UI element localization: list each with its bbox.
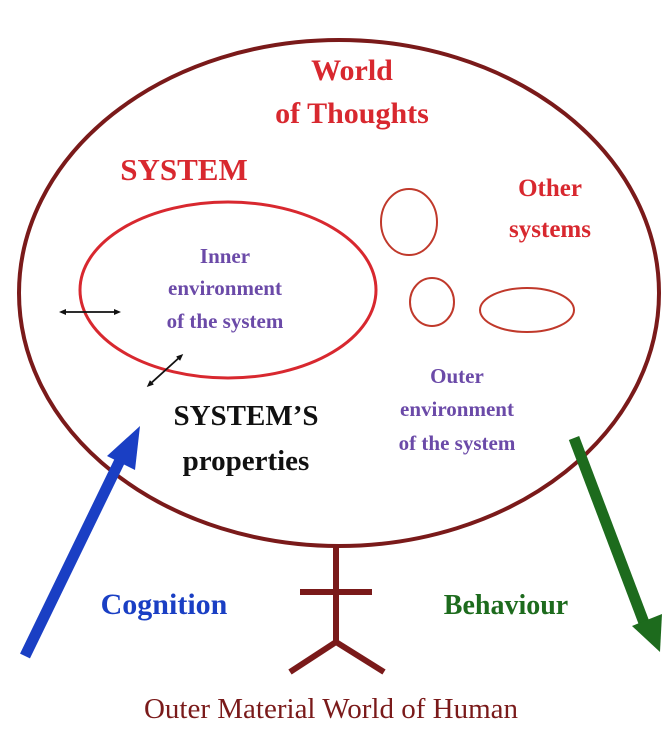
system-label: SYSTEM [120,152,247,187]
outer-env-line1: Outer [430,364,484,388]
inner-env-line1: Inner [200,244,250,268]
cognition-arrow-shaft [20,449,129,659]
system-boundary [78,200,378,380]
other-system-circle-1 [380,188,438,256]
inner-env-line2: environment [168,276,282,300]
cognition-arrow-head [107,426,140,470]
other-systems-line2: systems [509,216,591,243]
outer-env-line3: of the system [399,431,516,455]
behaviour-arrow-head [632,614,662,652]
diagonal-double-arrow [146,353,184,388]
behaviour-label: Behaviour [444,590,568,621]
world-title-line1: World [311,54,393,87]
world-title-line2: of Thoughts [275,97,429,130]
other-system-oval [479,287,575,333]
outer-env-line2: environment [400,397,514,421]
human-figure [288,546,386,675]
other-systems-line1: Other [518,175,582,202]
properties-line1: SYSTEM’S [173,400,318,432]
footer-label: Outer Material World of Human [144,693,519,725]
other-system-circle-2 [409,277,455,327]
cognition-label: Cognition [101,588,228,621]
properties-line2: properties [183,445,310,477]
inner-env-line3: of the system [167,309,284,333]
behaviour-arrow-shaft [568,436,652,630]
